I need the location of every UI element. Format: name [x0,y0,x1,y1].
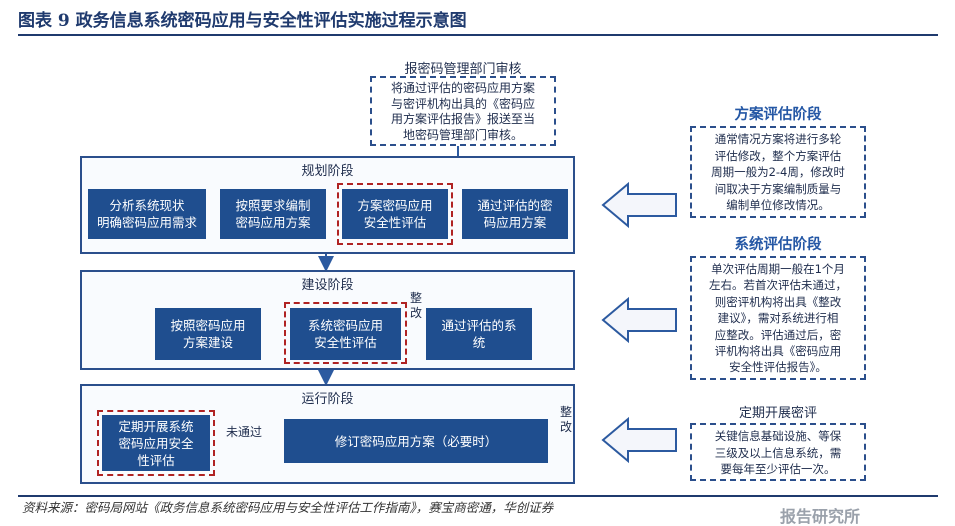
operation-stage-title: 运行阶段 [301,392,354,407]
scheme-phase-note: 通常情况方案将进行多轮 评估修改，整个方案评估 周期一般为2-4周，修改时 间取… [690,126,866,218]
construction-box-assess: 系统密码应用 安全性评估 [290,308,401,360]
source-note: 资料来源：密码局网站《政务信息系统密码应用与安全性评估工作指南》，赛宝商密通，华… [18,495,938,519]
operation-fail-label: 未通过 [226,425,263,439]
construction-stage-title: 建设阶段 [301,278,354,293]
scheme-phase-label: 方案评估阶段 [734,107,822,123]
planning-box-compile: 按照要求编制 密码应用方案 [220,189,326,239]
operation-box-periodic: 定期开展系统 密码应用安全 性评估 [102,415,210,471]
construction-box-passed: 通过评估的系 统 [426,308,532,360]
planning-box-analyze: 分析系统现状 明确密码应用需求 [88,189,206,239]
periodic-phase-label: 定期开展密评 [738,406,817,421]
system-phase-label: 系统评估阶段 [734,237,822,253]
planning-box-assess: 方案密码应用 安全性评估 [342,189,448,239]
construction-highlight [284,302,407,364]
planning-stage-title: 规划阶段 [301,164,354,179]
system-phase-note: 单次评估周期一般在1个月 左右。若首次评估未通过， 则密评机构将出具《整改 建议… [690,256,866,380]
construction-box-build: 按照密码应用 方案建设 [155,308,261,360]
operation-box-revise: 修订密码应用方案（必要时） [284,419,548,463]
watermark-text: 报告研究所 [780,507,861,526]
periodic-phase-note: 关键信息基础设施、等保 三级及以上信息系统，需 要每年至少评估一次。 [690,423,866,481]
top-note-header: 报密码管理部门审核 [404,62,522,77]
figure-title: 图表 9 政务信息系统密码应用与安全性评估实施过程示意图 [18,8,938,36]
planning-box-passed: 通过评估的密 码应用方案 [462,189,568,239]
operation-fix-label: 整 改 [560,405,573,434]
operation-highlight [97,410,215,476]
construction-fix-label: 整 改 [410,291,423,320]
top-note-text: 将通过评估的密码应用方案 与密评机构出具的《密码应 用方案评估报告》报送至当 地… [370,76,556,146]
planning-highlight [337,183,453,245]
